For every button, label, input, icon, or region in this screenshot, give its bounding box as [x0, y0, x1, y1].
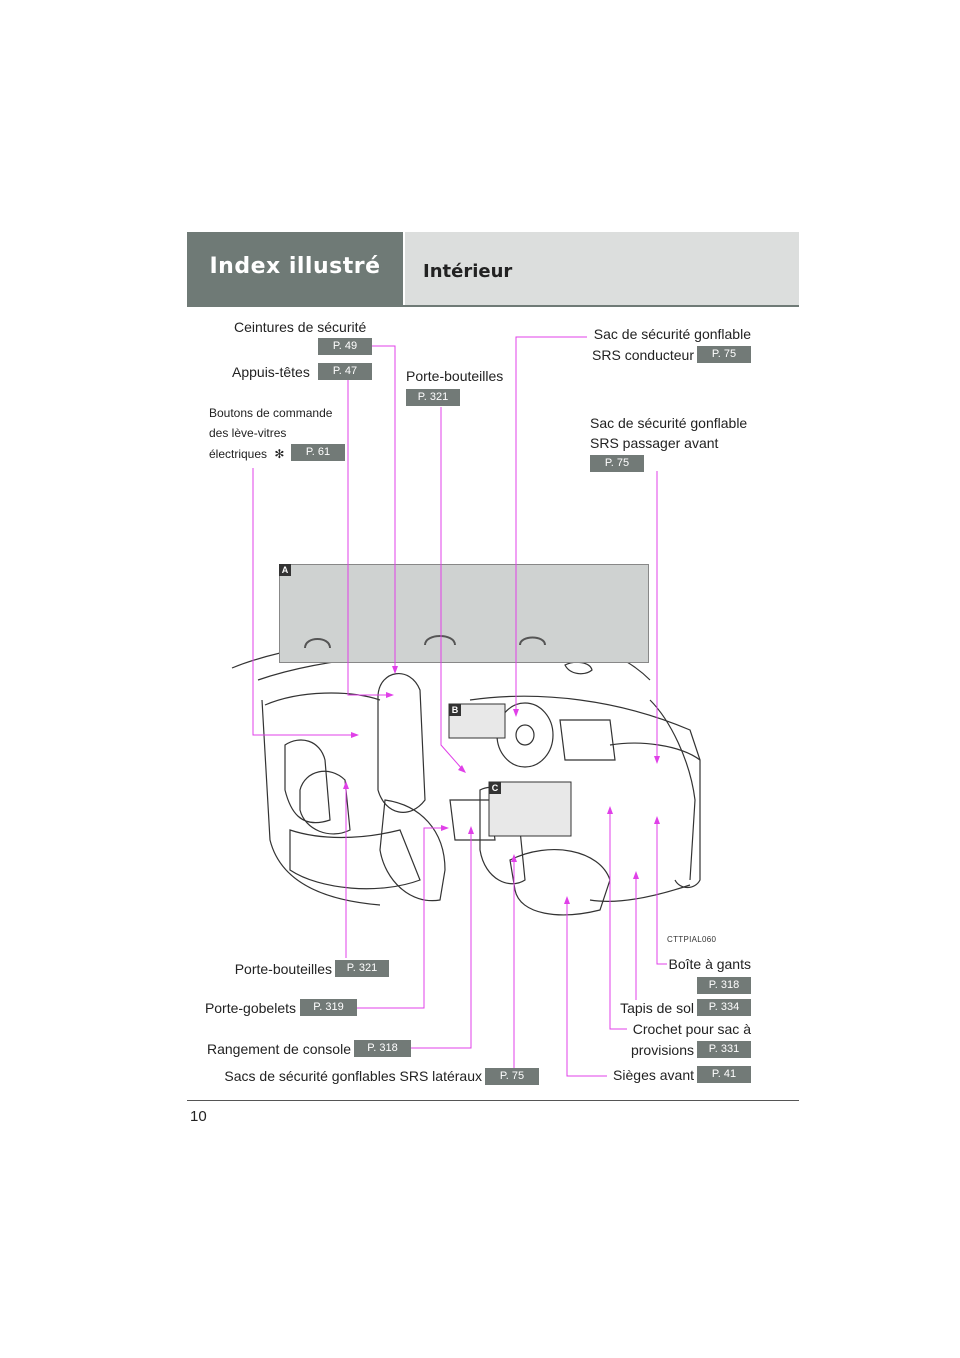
label-crochet-line1: Crochet pour sac à [632, 1021, 751, 1037]
page-ref-tapis[interactable]: P. 334 [697, 999, 751, 1016]
section-title: Index illustré [209, 254, 381, 279]
label-rangement: Rangement de console [207, 1041, 351, 1057]
page-ref-boutons[interactable]: P. 61 [291, 444, 345, 461]
label-sac-passager-line1: Sac de sécurité gonflable [590, 415, 748, 431]
label-sac-passager-line2: SRS passager avant [590, 435, 719, 451]
label-crochet-line2: provisions [630, 1042, 694, 1058]
page-ref-crochet[interactable]: P. 331 [697, 1041, 751, 1058]
page-ref-porte-bouteilles-bottom[interactable]: P. 321 [335, 960, 389, 977]
page-header: Intérieur [405, 232, 799, 305]
label-ceintures: Ceintures de sécurité [234, 319, 367, 335]
marker-a: A [279, 564, 291, 576]
page-ref-sac-conducteur[interactable]: P. 75 [697, 346, 751, 363]
label-porte-gobelets: Porte-gobelets [204, 1000, 296, 1016]
marker-c: C [489, 782, 501, 794]
page-ref-rangement[interactable]: P. 318 [354, 1040, 411, 1057]
label-appuis: Appuis-têtes [232, 364, 310, 380]
label-boutons-text: électriques [209, 447, 268, 461]
label-sieges: Sièges avant [613, 1067, 694, 1083]
page-ref-sieges[interactable]: P. 41 [697, 1066, 751, 1083]
page-ref-sacs-lateraux[interactable]: P. 75 [485, 1068, 539, 1085]
page-title: Intérieur [423, 261, 513, 282]
image-caption: CTTPIAL060 [667, 935, 717, 944]
inset-photo-a [279, 564, 649, 663]
label-porte-bouteilles-top: Porte-bouteilles [406, 368, 504, 384]
label-sac-conducteur-line2: SRS conducteur [592, 347, 694, 363]
page-ref-ceintures[interactable]: P. 49 [318, 338, 372, 355]
label-boite-gants: Boîte à gants [668, 956, 751, 972]
label-sacs-lateraux: Sacs de sécurité gonflables SRS latéraux [224, 1068, 482, 1084]
label-tapis: Tapis de sol [620, 1000, 694, 1016]
label-boutons-line1: Boutons de commande [209, 406, 333, 420]
page-ref-porte-gobelets[interactable]: P. 319 [300, 999, 357, 1016]
page-ref-sac-passager[interactable]: P. 75 [590, 455, 644, 472]
page-ref-appuis[interactable]: P. 47 [318, 363, 372, 380]
page-ref-porte-bouteilles-top[interactable]: P. 321 [406, 389, 460, 406]
marker-b: B [449, 704, 461, 716]
label-porte-bouteilles-bottom: Porte-bouteilles [234, 961, 332, 977]
header-divider [187, 305, 799, 307]
asterisk-mark: ✻ [274, 447, 285, 461]
section-tab: Index illustré [187, 232, 403, 305]
label-boutons-line2: des lève-vitres [209, 426, 287, 440]
label-sac-conducteur-line1: Sac de sécurité gonflable [593, 326, 751, 342]
page-ref-boite-gants[interactable]: P. 318 [697, 977, 751, 994]
footer-divider [187, 1100, 799, 1101]
page-number: 10 [190, 1108, 207, 1125]
label-boutons-line3: électriques ✻ [209, 445, 284, 463]
